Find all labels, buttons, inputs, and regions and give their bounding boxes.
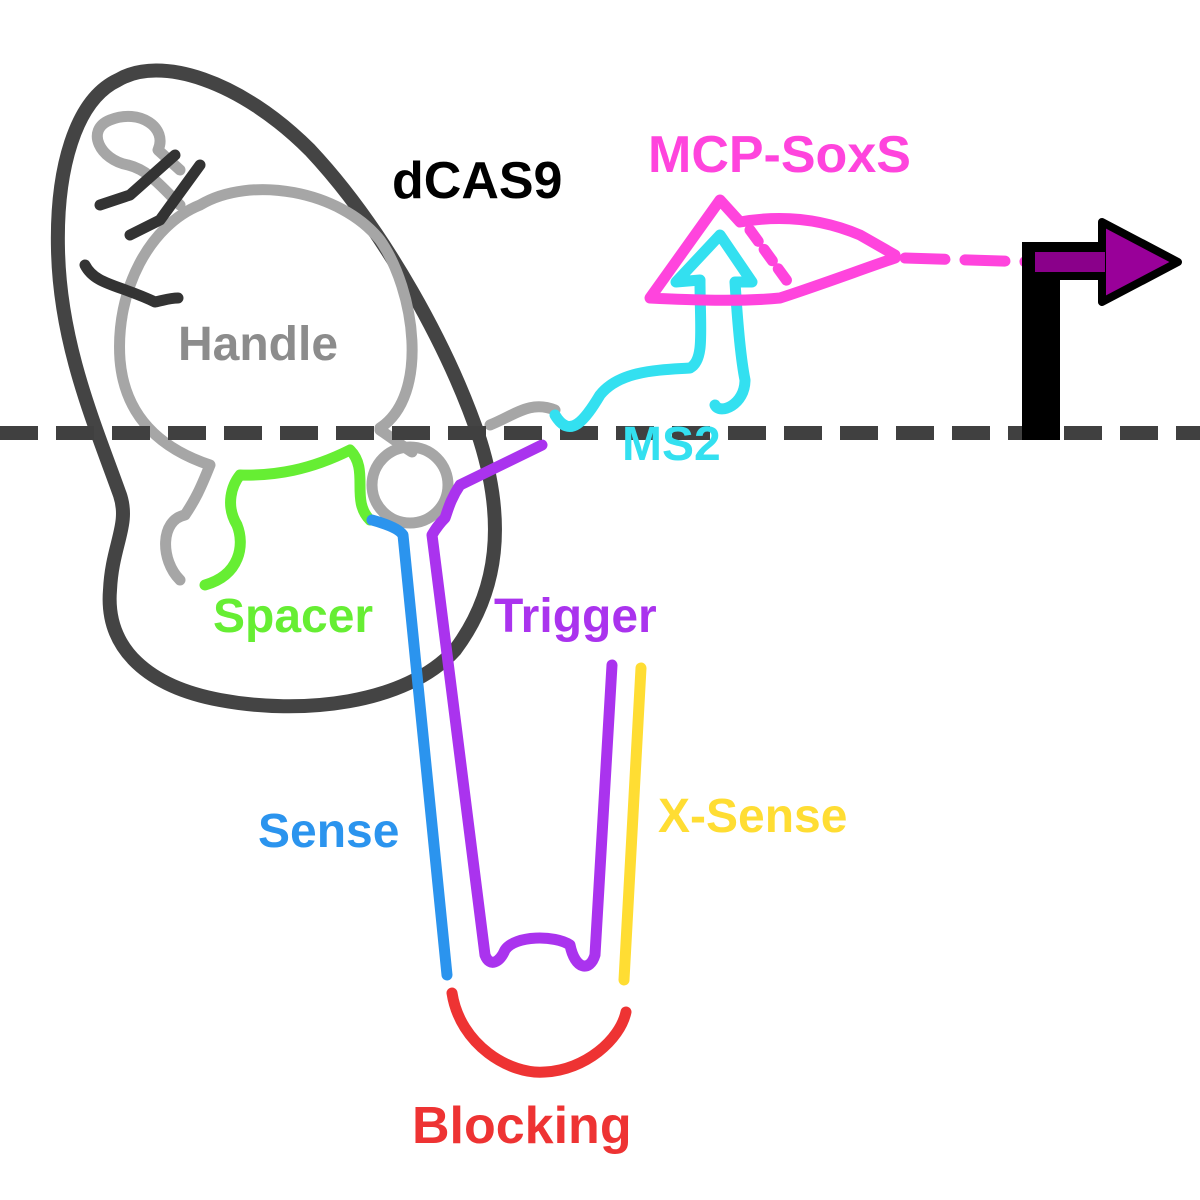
blocking-strand [446, 987, 632, 1078]
ms2-strand [549, 229, 758, 432]
dark-hairpins [79, 149, 206, 308]
spacer-label: Spacer [213, 590, 373, 643]
sense-label: Sense [258, 805, 399, 858]
sense-strand [366, 514, 453, 981]
dcas9-outline [50, 63, 502, 714]
trigger-strand [426, 439, 618, 972]
x-sense-label: X-Sense [658, 790, 847, 843]
mcp-soxs-protein [644, 194, 1041, 306]
blocking-label: Blocking [412, 1097, 632, 1155]
handle-label: Handle [178, 318, 338, 371]
mcp-soxs-label: MCP-SoxS [648, 126, 911, 184]
promoter-arrow [1022, 218, 1182, 440]
ms2-label: MS2 [622, 418, 721, 471]
dcas9-label: dCAS9 [392, 152, 562, 210]
spacer-strand [199, 444, 376, 591]
trigger-label: Trigger [494, 590, 657, 643]
junction-loop [366, 441, 454, 529]
x-sense-strand [618, 662, 647, 986]
